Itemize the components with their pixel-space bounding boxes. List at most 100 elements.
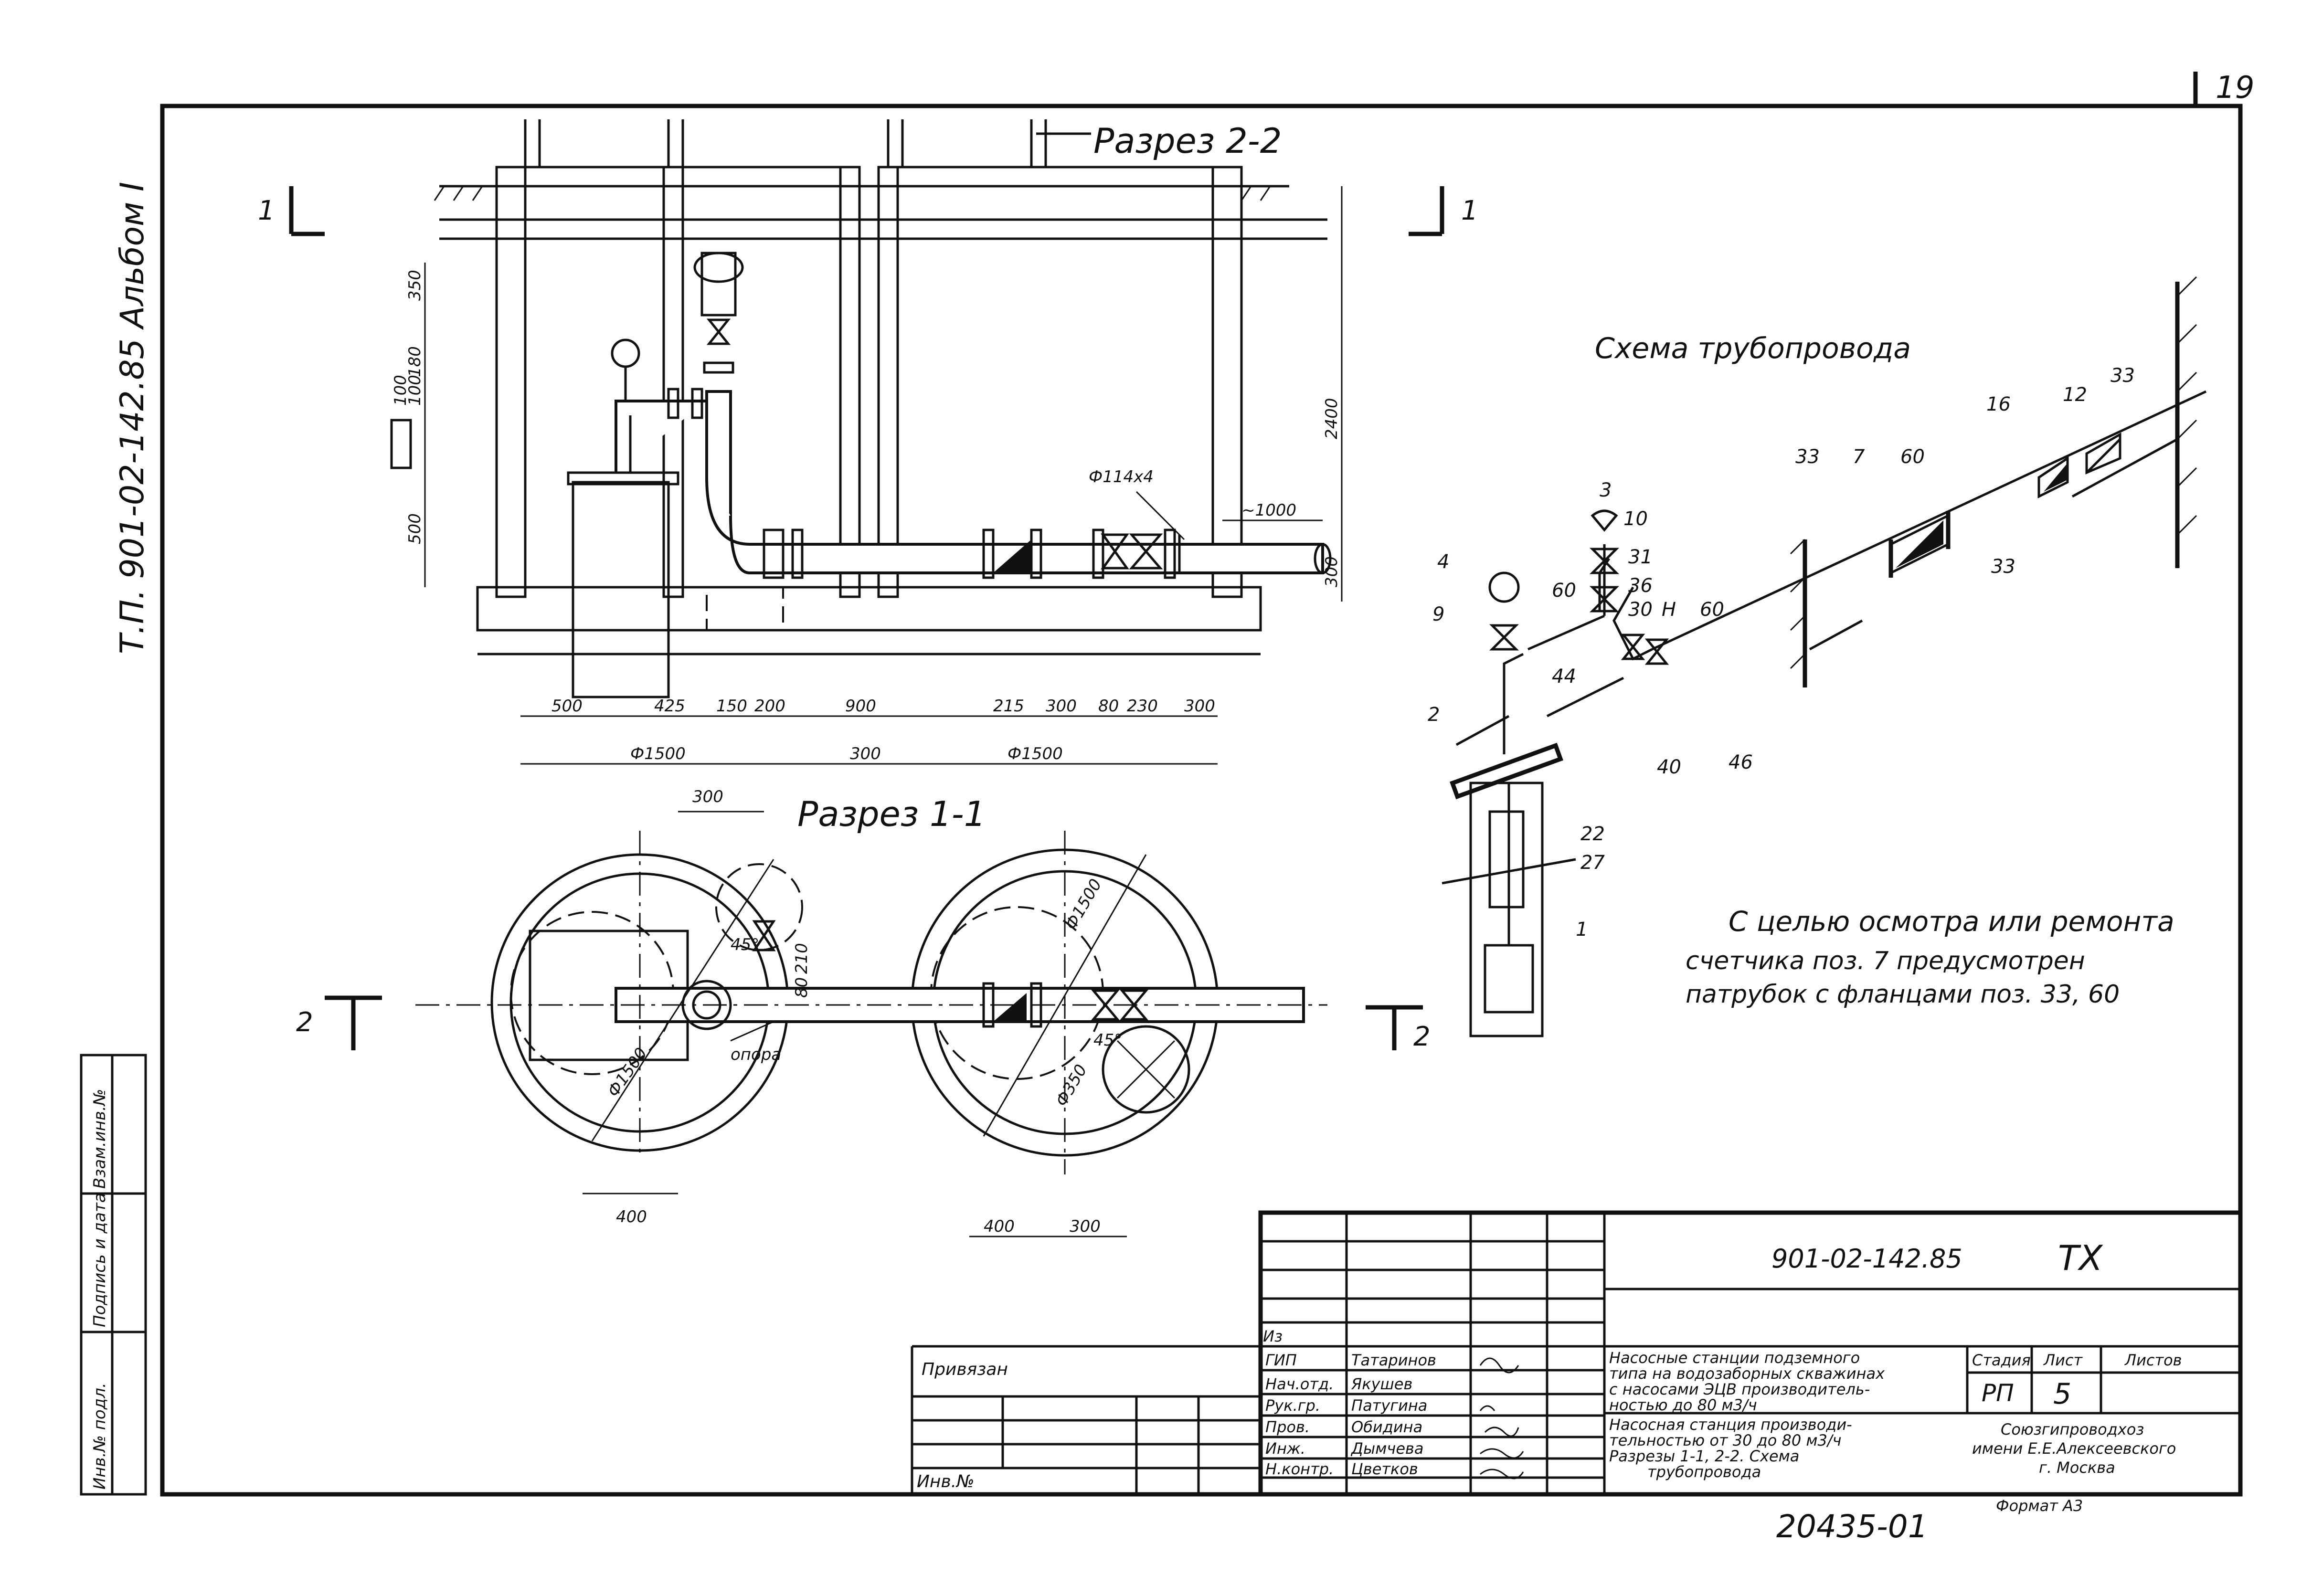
dim-b-9: 300	[1184, 697, 1215, 716]
sheet-title-3: трубопровода	[1647, 1463, 1761, 1481]
s11-bottom-left: 400	[616, 1207, 647, 1226]
title-block: Привязан Инв.№ 901-02-142.85 ТХ Из ГИП Н…	[911, 1210, 2243, 1545]
dim-left-1: 180	[405, 346, 424, 377]
pos-9: 9	[1432, 603, 1444, 625]
dim-b-5: 215	[993, 697, 1024, 716]
pos-n: Н	[1662, 599, 1676, 621]
stamp-sheet-hdr: Лист	[2043, 1351, 2083, 1369]
pipe-offset: ~1000	[1241, 501, 1296, 520]
note-line-3: патрубок с фланцами поз. 33, 60	[1686, 980, 2120, 1009]
pos-44: 44	[1552, 666, 1576, 687]
dim-c-0: Ф1500	[630, 744, 686, 763]
name-1: Якушев	[1351, 1375, 1412, 1393]
stamp-sheets-hdr: Листов	[2124, 1351, 2182, 1369]
s11-angle-right: 45°	[1093, 1031, 1122, 1050]
pipe-size: Ф114х4	[1089, 467, 1154, 486]
stamp-format: Формат А3	[1996, 1497, 2083, 1515]
pipeline-scheme: Схема трубопровода	[1428, 276, 2207, 1037]
project-title-0: Насосные станции подземного	[1609, 1349, 1860, 1367]
dim-b-2: 150	[716, 697, 747, 716]
stamp-stage: РП	[1982, 1379, 2014, 1407]
s11-small: 80	[792, 977, 811, 998]
dim-b-7: 80	[1098, 697, 1119, 716]
dim-c-1: 300	[850, 744, 881, 763]
name-2: Патугина	[1351, 1396, 1427, 1415]
pos-10: 10	[1623, 508, 1648, 530]
section-1-1: Разрез 1-1 300 45° 45° 210 80 Ф1500 Ф150…	[296, 787, 1431, 1237]
pos-7: 7	[1853, 446, 1865, 468]
s11-d-right: Ф1500	[1061, 876, 1106, 933]
role-5: Н.контр.	[1265, 1460, 1334, 1478]
name-0: Татаринов	[1351, 1351, 1436, 1369]
stamp-doc-code: 901-02-142.85	[1771, 1244, 1962, 1274]
pos-22: 22	[1580, 823, 1605, 845]
dim-b-8: 230	[1127, 697, 1158, 716]
pos-46: 46	[1729, 751, 1753, 773]
org-0: Союзгипроводхоз	[2001, 1420, 2144, 1438]
pos-36: 36	[1628, 575, 1653, 597]
dim-c-2: Ф1500	[1008, 744, 1063, 763]
section-1-1-title: Разрез 1-1	[797, 794, 986, 834]
pos-30: 30	[1628, 599, 1653, 621]
stamp-tiny: Из	[1263, 1327, 1283, 1345]
note-line-1: С целью осмотра или ремонта	[1729, 905, 2174, 938]
role-1: Нач.отд.	[1265, 1375, 1334, 1393]
pos-40: 40	[1657, 756, 1681, 778]
role-2: Рук.гр.	[1265, 1396, 1320, 1415]
project-title-3: ностью до 80 м3/ч	[1609, 1396, 1757, 1414]
pos-31: 31	[1628, 546, 1653, 568]
dim-right-0: 2400	[1322, 398, 1341, 439]
pos-16: 16	[1986, 393, 2011, 415]
strip-row-inv: Инв.№ подл.	[90, 1383, 109, 1490]
pos-60c: 60	[1900, 446, 1925, 468]
sheet-title-0: Насосная станция производи-	[1609, 1416, 1852, 1434]
stamp-sheet: 5	[2053, 1377, 2071, 1411]
pos-4: 4	[1437, 551, 1449, 573]
s11-bottom-right-0: 400	[984, 1217, 1015, 1236]
pos-1: 1	[1576, 919, 1588, 941]
dim-left-3: 100	[391, 375, 410, 406]
dim-b-4: 900	[845, 697, 876, 716]
cut-mark-1-right: 1	[1461, 195, 1478, 226]
project-title-2: с насосами ЭЦВ производитель-	[1609, 1380, 1870, 1398]
sheet-number: 19	[2216, 70, 2254, 106]
pos-2: 2	[1428, 704, 1440, 726]
dim-left-4: 500	[405, 513, 424, 544]
left-stamp-strip: Взам.инв.№ Подпись и дата Инв.№ подл.	[80, 1054, 147, 1496]
pos-3: 3	[1600, 479, 1612, 501]
strip-row-replace: Взам.инв.№	[90, 1089, 109, 1189]
pos-12: 12	[2063, 384, 2087, 406]
pos-60b: 60	[1552, 580, 1576, 602]
s11-angle-left: 45°	[731, 935, 759, 954]
side-label: Т.П. 901-02-142.85 Альбом I	[114, 182, 151, 654]
stamp-inv-no: Инв.№	[917, 1472, 975, 1491]
section-2-2-title: Разрез 2-2	[1093, 121, 1282, 161]
sheet-frame	[160, 104, 2243, 1497]
name-3: Обидина	[1351, 1418, 1422, 1436]
role-3: Пров.	[1265, 1418, 1310, 1436]
s11-support: опора	[731, 1045, 781, 1064]
sheet-title-2: Разрезы 1-1, 2-2. Схема	[1609, 1447, 1799, 1465]
role-0: ГИП	[1265, 1351, 1297, 1369]
org-2: г. Москва	[2039, 1459, 2115, 1477]
stamp-stage-hdr: Стадия	[1972, 1351, 2031, 1369]
pos-33b: 33	[2110, 365, 2135, 387]
dim-left-2: 100	[405, 375, 424, 406]
pos-60a: 60	[1700, 599, 1724, 621]
pos-27: 27	[1580, 852, 1605, 874]
pos-33a: 33	[1795, 446, 1820, 468]
stamp-doc-mark: ТХ	[2058, 1238, 2103, 1278]
signature-marks	[1479, 1357, 1524, 1480]
cut-mark-2-left: 2	[296, 1007, 313, 1038]
archive-number: 20435-01	[1776, 1508, 1928, 1545]
section-2-2: Разрез 2-2	[258, 119, 1478, 765]
dim-b-6: 300	[1046, 697, 1077, 716]
dim-b-0: 500	[551, 697, 583, 716]
s11-d-hatch: Ф350	[1052, 1061, 1091, 1110]
s11-top: 300	[692, 787, 723, 806]
org-1: имени Е.Е.Алексеевского	[1972, 1439, 2176, 1458]
cut-mark-1-left: 1	[258, 195, 275, 226]
pos-33c: 33	[1991, 556, 2015, 578]
name-4: Дымчева	[1350, 1439, 1423, 1458]
